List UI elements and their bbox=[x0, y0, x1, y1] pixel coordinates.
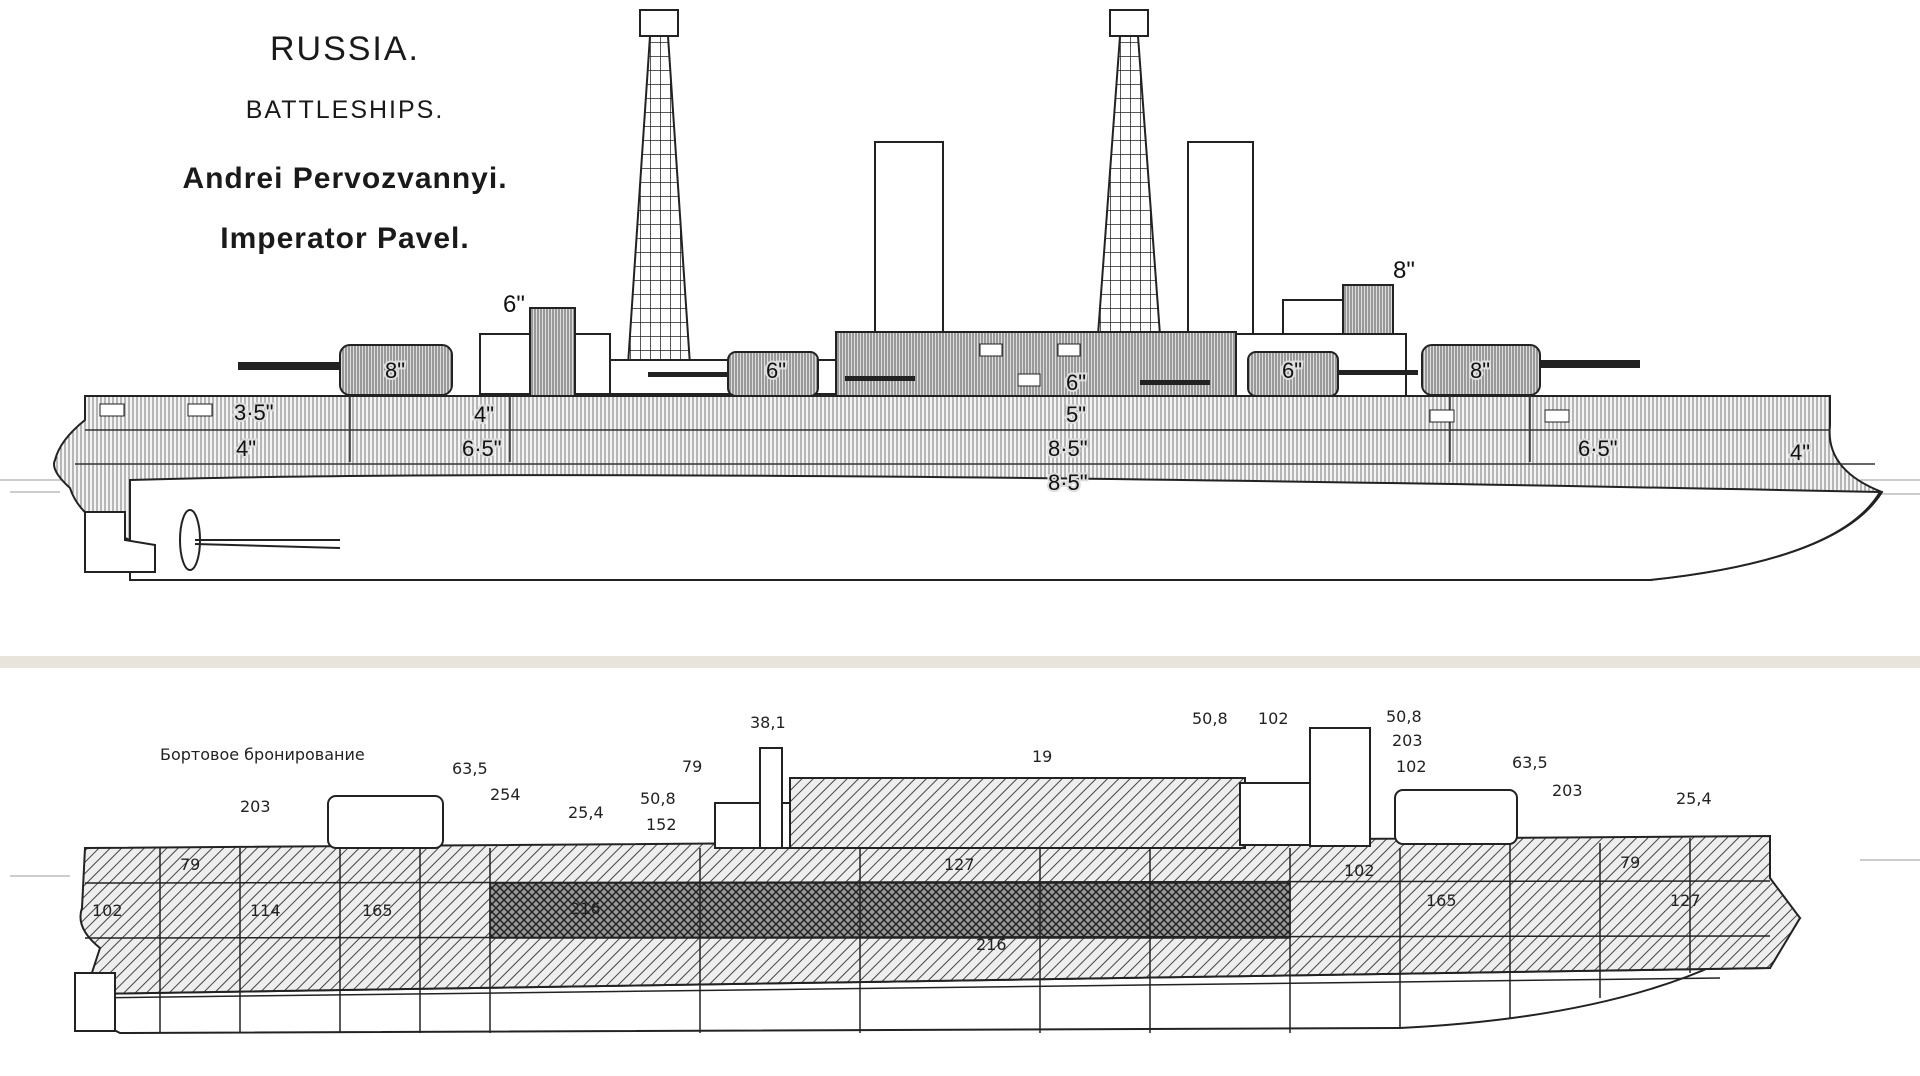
label-6in-mid: 6" bbox=[1066, 370, 1086, 395]
label-254-fwd: 254 bbox=[490, 785, 521, 804]
panel-divider bbox=[0, 656, 1920, 668]
label-50-8-aft: 50,8 bbox=[1192, 709, 1228, 728]
armour-caption: Бортовое бронирование bbox=[160, 745, 365, 764]
title-class: BATTLESHIPS. bbox=[245, 96, 445, 124]
main-mast bbox=[1096, 9, 1162, 336]
label-203-aft-top: 203 bbox=[1392, 731, 1423, 750]
label-63-5-fwd: 63,5 bbox=[452, 759, 488, 778]
label-127-mid: 127 bbox=[944, 855, 975, 874]
label-203-aft: 203 bbox=[1552, 781, 1583, 800]
armour-scheme-drawing: Бортовое бронирование 203 63,5 254 25,4 … bbox=[10, 707, 1920, 1035]
label-165-aft: 165 bbox=[1426, 891, 1457, 910]
armour-callout-labels: 203 63,5 254 25,4 38,1 79 50,8 152 19 50… bbox=[240, 707, 1712, 834]
label-152: 152 bbox=[646, 815, 677, 834]
armour-hull bbox=[74, 834, 1802, 1035]
label-102-bow: 102 bbox=[92, 901, 123, 920]
label-6in-aft: 6" bbox=[1282, 358, 1302, 383]
central-citadel-structure bbox=[835, 331, 1237, 401]
label-belt-8-5in-upper: 8·5" bbox=[1048, 436, 1088, 461]
label-bow-3-5in: 3·5" bbox=[234, 400, 274, 425]
label-102-aft: 102 bbox=[1396, 757, 1427, 776]
label-25-4-aft: 25,4 bbox=[1676, 789, 1712, 808]
rudder-and-propeller bbox=[84, 509, 341, 573]
label-aft-turret-armor: 8" bbox=[1470, 358, 1490, 383]
hull bbox=[53, 395, 1884, 581]
aft-funnel bbox=[1187, 141, 1254, 335]
label-102-top: 102 bbox=[1258, 709, 1289, 728]
label-belt-6-5in-fwd: 6·5" bbox=[462, 436, 502, 461]
label-19: 19 bbox=[1032, 747, 1052, 766]
fore-turret bbox=[238, 344, 453, 396]
label-50-8-fwd: 50,8 bbox=[640, 789, 676, 808]
title-country: RUSSIA. bbox=[269, 30, 421, 68]
label-63-5-aft: 63,5 bbox=[1512, 753, 1548, 772]
label-top-8in: 8" bbox=[1393, 257, 1415, 284]
label-fwd-turret-armor: 8" bbox=[385, 358, 405, 383]
label-127-aft: 127 bbox=[1670, 891, 1701, 910]
label-102-aft-belt: 102 bbox=[1344, 861, 1375, 880]
label-bow-4in: 4" bbox=[236, 436, 256, 461]
title-ship-2: Imperator Pavel. bbox=[220, 222, 470, 255]
label-citadel-5in: 5" bbox=[1066, 402, 1086, 427]
label-165-fwd: 165 bbox=[362, 901, 393, 920]
label-belt-8-5in-lower: 8·5" bbox=[1048, 470, 1088, 495]
label-216-mid: 216 bbox=[976, 935, 1007, 954]
label-216: 216 bbox=[570, 899, 601, 918]
armour-upper-works bbox=[327, 727, 1518, 849]
fore-funnel bbox=[874, 141, 944, 335]
title-ship-1: Andrei Pervozvannyi. bbox=[182, 162, 508, 195]
label-79-top: 79 bbox=[682, 757, 702, 776]
battleship-elevation-drawing: 8" 8" 8" 6" 6" 6" 6" 5" 3·5" 4" 4" 4" 6·… bbox=[0, 9, 1920, 581]
label-top-6in: 6" bbox=[503, 291, 525, 318]
label-6in-fwd: 6" bbox=[766, 358, 786, 383]
label-belt-6-5in-aft: 6·5" bbox=[1578, 436, 1618, 461]
label-upper-4in: 4" bbox=[474, 402, 494, 427]
label-114: 114 bbox=[250, 901, 281, 920]
label-203-fwd: 203 bbox=[240, 797, 271, 816]
fore-mast bbox=[626, 9, 692, 366]
bottom-diagram-panel: Бортовое бронирование 203 63,5 254 25,4 … bbox=[0, 668, 1920, 1076]
water-lines-lower bbox=[10, 859, 1920, 877]
top-diagram-panel: 8" 8" 8" 6" 6" 6" 6" 5" 3·5" 4" 4" 4" 6·… bbox=[0, 9, 1920, 581]
label-79-aft: 79 bbox=[1620, 853, 1640, 872]
label-stern-4in: 4" bbox=[1790, 440, 1810, 465]
aft-turret bbox=[1421, 344, 1640, 396]
label-38-1: 38,1 bbox=[750, 713, 786, 732]
label-79-bow: 79 bbox=[180, 855, 200, 874]
label-25-4-fwd: 25,4 bbox=[568, 803, 604, 822]
armour-belt-labels: 79 102 114 165 216 127 216 102 165 79 12… bbox=[92, 853, 1701, 954]
secondary-guns bbox=[99, 343, 1570, 423]
label-50-8-right: 50,8 bbox=[1386, 707, 1422, 726]
